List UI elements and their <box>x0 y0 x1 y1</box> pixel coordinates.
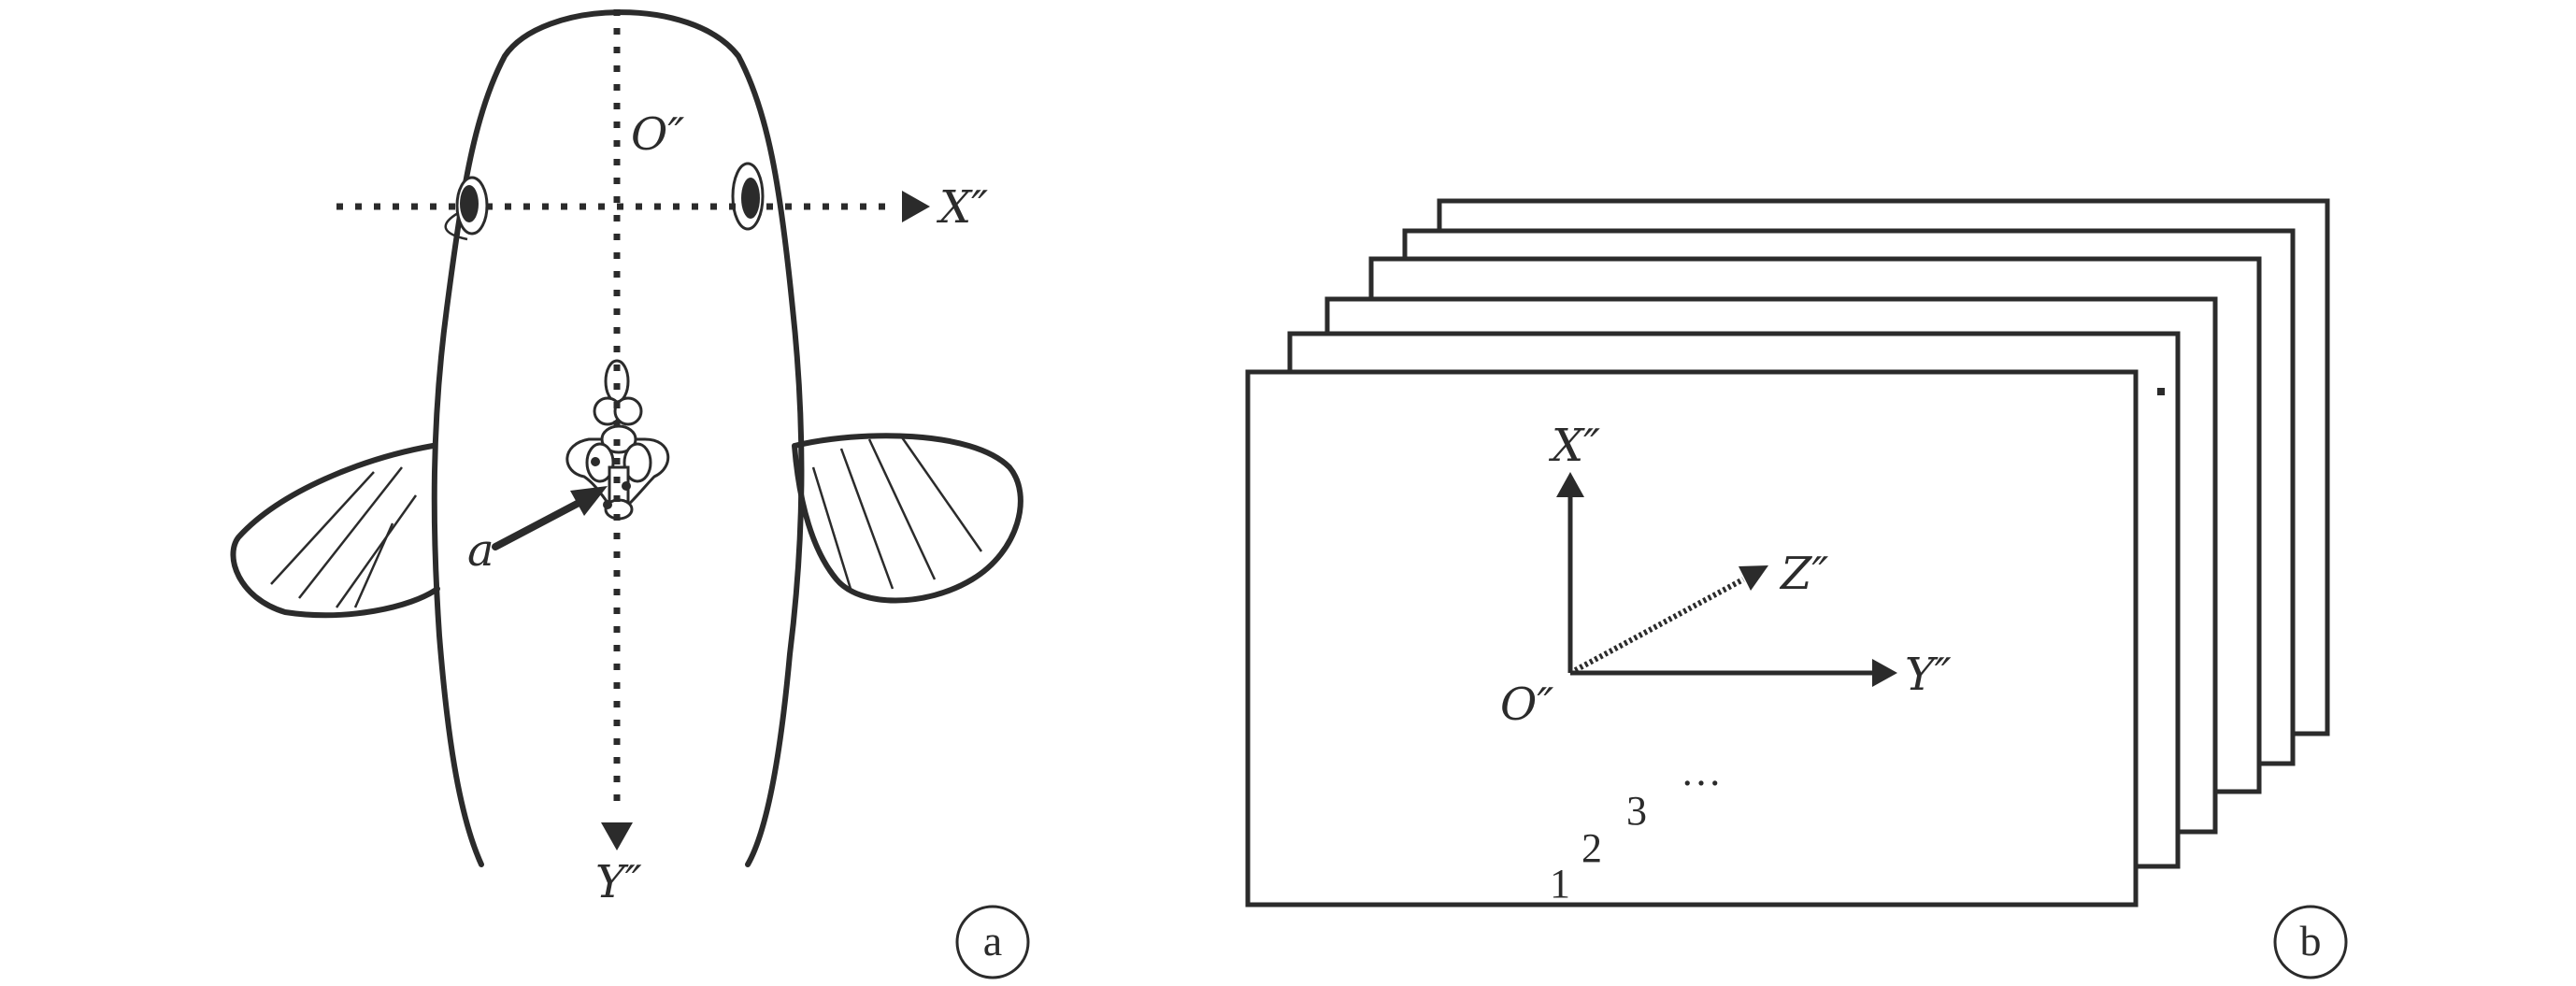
fish-body-outline <box>431 9 805 867</box>
panel-b: X″ Y″ Z″ O″ 1 2 3 … b <box>1245 198 2348 979</box>
marker-label: a <box>467 524 494 577</box>
x-axis-label-a: X″ <box>936 181 988 234</box>
z-axis-b <box>1568 577 1745 676</box>
y-axis-arrowhead-b <box>1872 659 1897 687</box>
frame-1 <box>1245 369 2139 907</box>
right-eye <box>731 162 765 231</box>
panel-a: O″ X″ Y″ a a <box>230 9 1030 979</box>
origin-label-b: O″ <box>1500 679 1553 731</box>
origin-label-a: O″ <box>631 108 684 161</box>
frame-ellipsis: … <box>1681 749 1722 794</box>
left-pectoral-fin <box>230 443 440 619</box>
speck <box>2157 388 2165 395</box>
panel-b-badge: b <box>2273 905 2348 979</box>
x-axis-arrowhead-b <box>1556 472 1584 497</box>
frame-number-3: 3 <box>1626 788 1647 834</box>
y-axis-label-a: Y″ <box>595 856 642 908</box>
frame-number-2: 2 <box>1581 825 1602 871</box>
y-axis-label-b: Y″ <box>1905 649 1952 701</box>
z-axis-label-b: Z″ <box>1779 548 1828 600</box>
svg-text:a: a <box>983 917 1002 965</box>
y-axis-arrowhead <box>601 822 633 850</box>
marker-arrow-line <box>492 496 588 550</box>
z-axis-arrowhead-b <box>1739 565 1768 591</box>
x-axis-arrowhead <box>902 191 930 222</box>
frame-number-1: 1 <box>1550 861 1570 907</box>
panel-a-badge: a <box>955 905 1030 979</box>
right-pectoral-fin <box>792 433 1023 604</box>
marker-arrowhead <box>570 486 608 516</box>
x-axis-label-b: X″ <box>1548 420 1600 472</box>
svg-text:b: b <box>2300 917 2322 965</box>
